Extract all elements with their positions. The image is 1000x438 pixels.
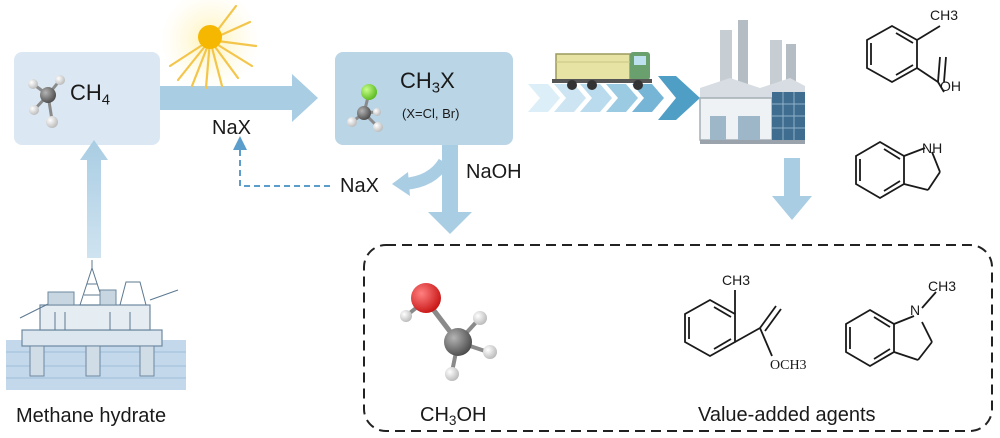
indoline-structure (855, 140, 941, 200)
value-added-label: Value-added agents (698, 404, 876, 426)
sun-icon (160, 0, 260, 90)
methyl-toluate-structure (684, 290, 782, 358)
methyl-toluate-och3-label: OCH3 (770, 358, 807, 373)
methanol-label: CH3OH (420, 404, 487, 429)
methyl-toluate-methyl-label: CH3 (722, 272, 751, 288)
recycle-arrowhead (233, 136, 247, 150)
methane-molecule (28, 75, 65, 128)
nax-branch-arrowhead (392, 172, 410, 196)
transport-chevrons (528, 76, 700, 120)
offshore-platform-icon (6, 260, 186, 390)
n-methylindoline-methyl-label: CH3 (928, 278, 957, 294)
methanol-molecule (400, 283, 497, 381)
factory-icon (699, 20, 805, 144)
truck-icon (552, 52, 652, 90)
toluic-acid-methyl-label: CH3 (930, 7, 959, 23)
toluic-acid-structure (866, 24, 947, 93)
naoh-label: NaOH (466, 161, 522, 183)
methane-label: CH4 (70, 80, 111, 109)
indoline-nh-label: NH (922, 140, 943, 156)
products-dashed-box (363, 244, 993, 432)
n-methylindoline-n-label: N (910, 302, 921, 318)
n-methylindoline-structure (845, 291, 937, 368)
methane-hydrate-label: Methane hydrate (16, 405, 167, 427)
methyl-halide-molecule (347, 84, 383, 132)
halide-note: (X=Cl, Br) (402, 106, 460, 121)
nax-loop-label: NaX (340, 175, 379, 197)
toluic-acid-oh-label: OH (940, 78, 961, 94)
factory-down-arrow (772, 158, 812, 220)
naoh-down-arrow (428, 145, 472, 234)
methyl-halide-label: CH3X (400, 68, 455, 97)
nax-top-label: NaX (212, 117, 251, 139)
recycle-dashed-line (239, 146, 330, 187)
nax-branch-arrow (403, 158, 450, 190)
hydrate-up-arrow (80, 140, 108, 258)
methyl-halide-box (335, 52, 513, 145)
